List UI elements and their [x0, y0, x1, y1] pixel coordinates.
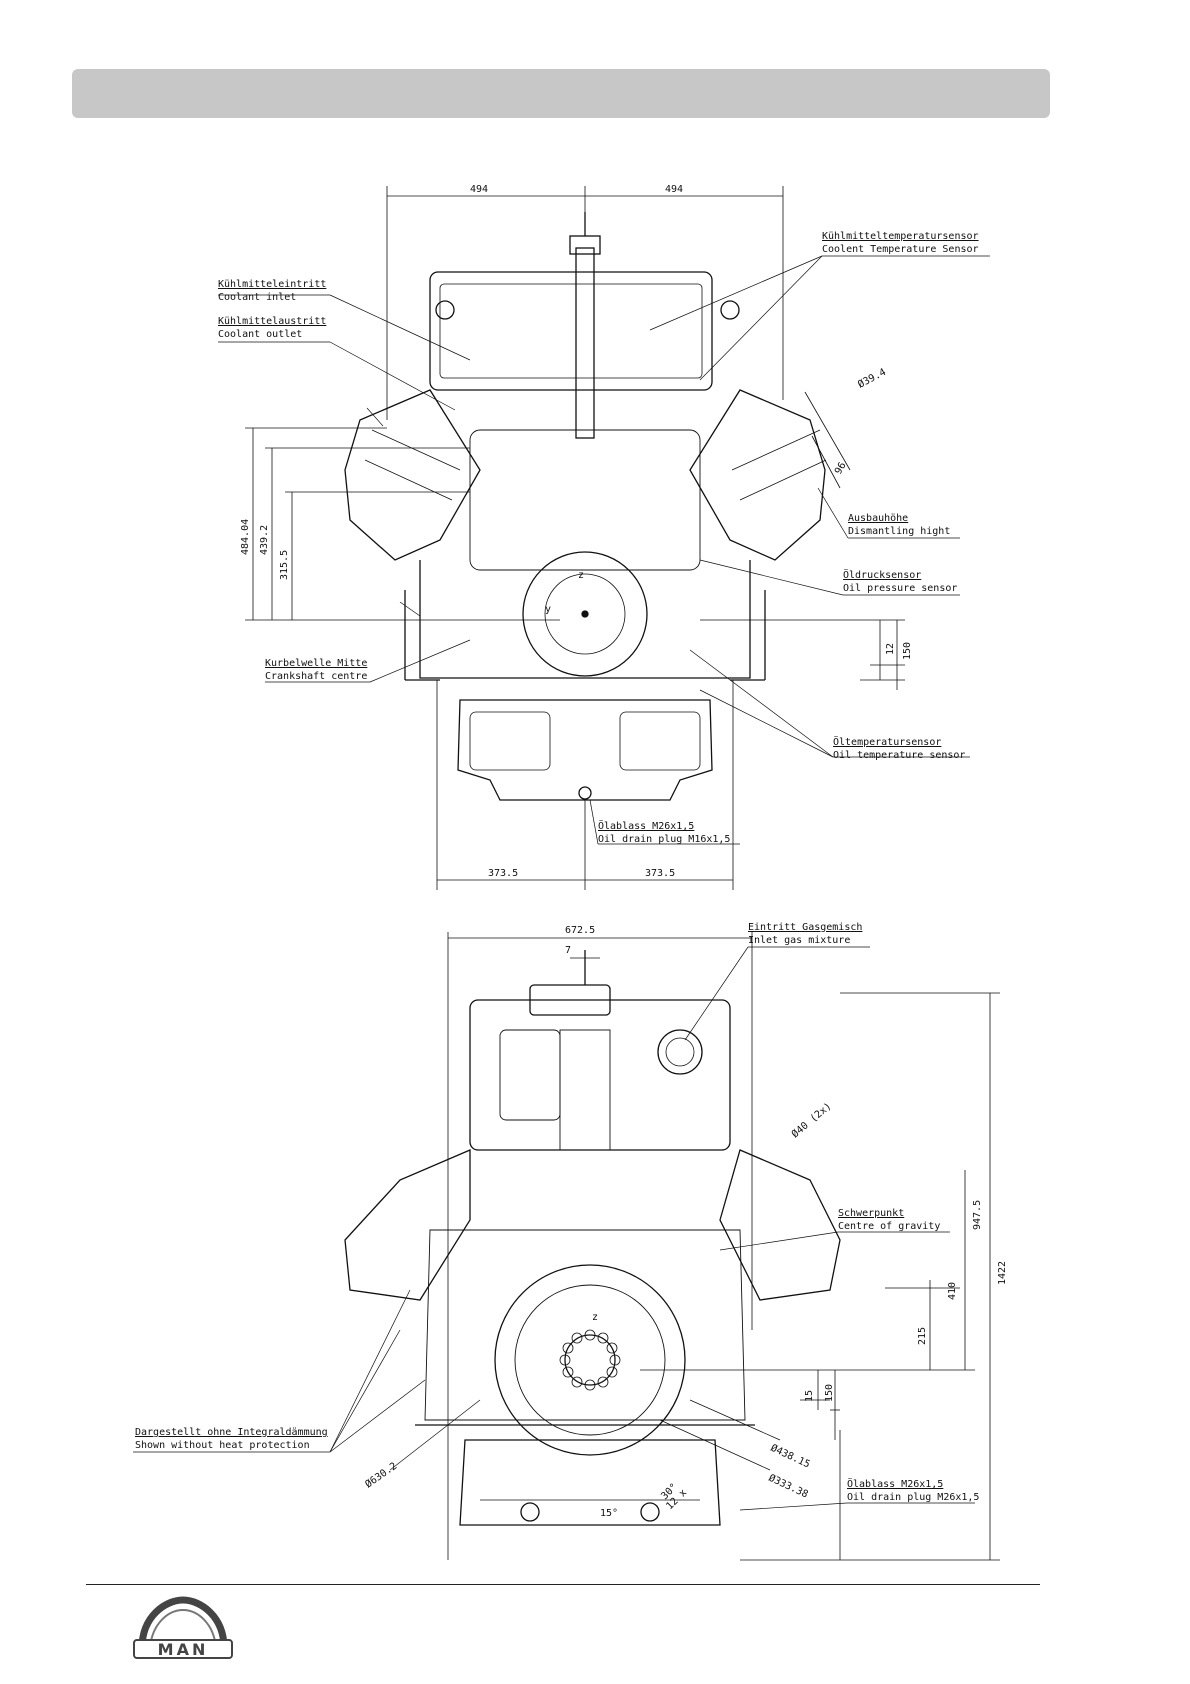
top-dimension-lines — [245, 186, 905, 890]
label-coolant-temp-en: Coolent Temperature Sensor — [822, 244, 979, 255]
label-oil-drain-bottom-de: Ölablass M26x1,5 — [847, 1477, 943, 1490]
dim-base-right: 373.5 — [645, 868, 675, 879]
label-oil-drain-top-de: Ölablass M26x1,5 — [598, 819, 694, 832]
dim-96: 96 — [833, 461, 849, 477]
dim-low-150: 150 — [902, 642, 913, 660]
top-leader-lines — [218, 255, 990, 845]
label-coolant-outlet-de: Kühlmittelaustritt — [218, 316, 326, 327]
dim-width-right: 494 — [665, 184, 683, 195]
dim-height-439: 439.2 — [259, 525, 270, 555]
dim-dia-333: Ø333.38 — [767, 1472, 810, 1501]
top-engine-outline — [344, 212, 827, 801]
label-crankshaft-de: Kurbelwelle Mitte — [265, 658, 367, 669]
dim-dia-630: Ø630.2 — [363, 1460, 399, 1491]
label-oil-drain-top-en: Oil drain plug M16x1,5 — [598, 834, 730, 845]
dim-dia-39: Ø39.4 — [856, 366, 888, 391]
dim-height-315: 315.5 — [279, 550, 290, 580]
label-dismantling-de: Ausbauhöhe — [848, 513, 908, 524]
label-dismantling-en: Dismantling hight — [848, 526, 950, 537]
label-oil-temp-de: Öltemperatursensor — [833, 735, 941, 748]
section-header-bar — [72, 69, 1050, 118]
dim-height-947: 947.5 — [972, 1200, 983, 1230]
dim-base-left: 373.5 — [488, 868, 518, 879]
dim-dia-438: Ø438.15 — [769, 1442, 812, 1471]
dim-height-410: 410 — [947, 1282, 958, 1300]
bottom-dimension-lines — [447, 932, 1000, 1561]
dim-width-left: 494 — [470, 184, 488, 195]
label-coolant-temp-de: Kühlmitteltemperatursensor — [822, 231, 979, 242]
label-oil-temp-en: Oil temperature sensor — [833, 750, 965, 761]
top-callout-labels: Kühlmitteltemperatursensor Coolent Tempe… — [218, 231, 979, 845]
label-oil-pressure-de: Öldrucksensor — [843, 568, 921, 581]
man-logo-text: MAN — [158, 1640, 209, 1659]
bottom-leader-lines — [133, 946, 975, 1511]
axis-y-top: y — [545, 604, 551, 615]
dim-height-484: 484.04 — [240, 519, 251, 555]
label-oil-pressure-en: Oil pressure sensor — [843, 583, 957, 594]
label-inlet-gas-de: Eintritt Gasgemisch — [748, 922, 862, 933]
dim-angle-15: 15° — [600, 1508, 618, 1519]
label-coolant-outlet-en: Coolant outlet — [218, 329, 302, 340]
axis-z-bottom: z — [592, 1312, 598, 1323]
dim-height-215: 215 — [917, 1327, 928, 1345]
label-no-insulation-de: Dargestellt ohne Integraldämmung — [135, 1427, 328, 1438]
axis-z-top: z — [578, 570, 584, 581]
dim-low-15: 15 — [804, 1390, 815, 1402]
dim-dia-40: Ø40 (2x) — [789, 1100, 834, 1140]
label-no-insulation-en: Shown without heat protection — [135, 1440, 310, 1451]
dim-low-150: 150 — [824, 1384, 835, 1402]
dim-low-12: 12 — [885, 643, 896, 655]
man-logo: MAN — [133, 1596, 233, 1659]
label-coolant-inlet-en: Coolant inlet — [218, 292, 296, 303]
dim-height-1422: 1422 — [997, 1261, 1008, 1285]
footer-divider — [86, 1584, 1040, 1585]
label-crankshaft-en: Crankshaft centre — [265, 671, 367, 682]
dim-width-672: 672.5 — [565, 925, 595, 936]
dim-7: 7 — [565, 945, 571, 956]
label-cog-de: Schwerpunkt — [838, 1208, 904, 1219]
bottom-engine-outline — [344, 950, 841, 1526]
bottom-callout-labels: Eintritt Gasgemisch Inlet gas mixture Sc… — [135, 922, 979, 1503]
label-coolant-inlet-de: Kühlmitteleintritt — [218, 279, 326, 290]
label-inlet-gas-en: Inlet gas mixture — [748, 935, 850, 946]
label-oil-drain-bottom-en: Oil drain plug M26x1,5 — [847, 1492, 979, 1503]
label-cog-en: Centre of gravity — [838, 1221, 940, 1232]
